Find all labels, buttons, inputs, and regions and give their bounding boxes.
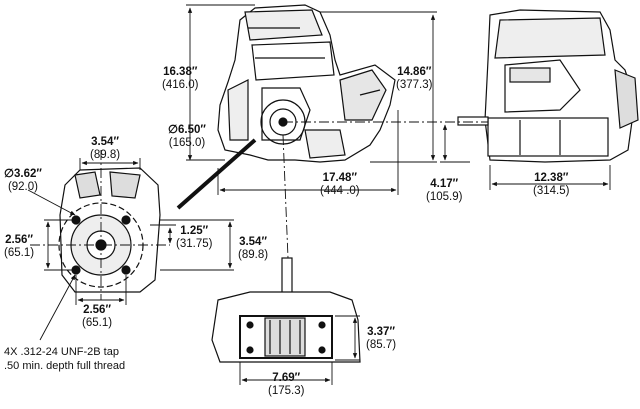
dim-3-54-right: 3.54″(89.8) (238, 236, 269, 261)
engine-front-view (217, 4, 396, 163)
dim-3-54-top: 3.54″(89.8) (90, 136, 121, 161)
dim-dia-6-50: ∅6.50″(165.0) (168, 124, 206, 149)
dim-3-37: 3.37″(85.7) (366, 326, 397, 351)
tap-note-line2: .50 min. depth full thread (4, 360, 126, 372)
dimension-lines (27, 4, 611, 385)
tap-note-line1: 4X .312-24 UNF-2B tap (4, 346, 119, 358)
engine-bottom-view (211, 257, 361, 363)
dim-17-48: 17.48″(444 .0) (320, 172, 360, 197)
dim-12-38: 12.38″(314.5) (533, 172, 570, 197)
dim-dia-3-62: ∅3.62″(92.0) (4, 168, 42, 193)
dim-2-56-bottom: 2.56″(65.1) (82, 304, 113, 329)
engine-flange-view (58, 167, 161, 293)
dim-4-17: 4.17″(105.9) (426, 178, 463, 203)
engine-side-view (457, 9, 639, 163)
dim-7-69: 7.69″(175.3) (268, 372, 305, 397)
dim-1-25: 1.25″(31.75) (176, 225, 213, 250)
section-leader (176, 138, 257, 210)
tap-note: 4X .312-24 UNF-2B tap .50 min. depth ful… (4, 345, 125, 373)
dim-16-38: 16.38″(416.0) (162, 66, 199, 91)
dim-14-86: 14.86″(377.3) (396, 66, 433, 91)
center-lines (30, 121, 488, 300)
dim-2-56-left: 2.56″(65.1) (4, 234, 35, 259)
